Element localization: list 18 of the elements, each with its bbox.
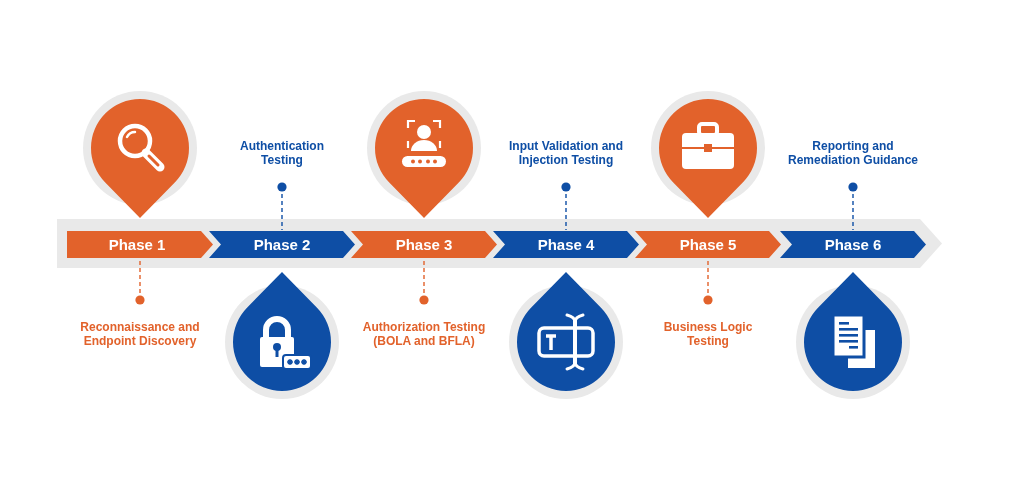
phase-banner [493,231,639,258]
step-label: Input Validation and Injection Testing [508,139,624,167]
phase-label: Phase 2 [253,236,311,253]
step-label: Authentication Testing [239,139,325,167]
step-label: Business Logic Testing [662,320,754,348]
phase-label: Phase 4 [537,236,595,253]
phase-banner [209,231,355,258]
phase-label: Phase 6 [824,236,882,253]
phase-banner [780,231,926,258]
step-label: Reporting and Remediation Guidance [786,139,920,167]
phase-label: Phase 5 [679,236,737,253]
phase-label: Phase 1 [108,236,166,253]
phase-banner [67,231,213,258]
phase-banner [635,231,781,258]
phase-banner [351,231,497,258]
step-label: Reconnaissance and Endpoint Discovery [79,320,201,348]
step-label: Authorization Testing (BOLA and BFLA) [361,320,487,348]
phase-label: Phase 3 [395,236,453,253]
